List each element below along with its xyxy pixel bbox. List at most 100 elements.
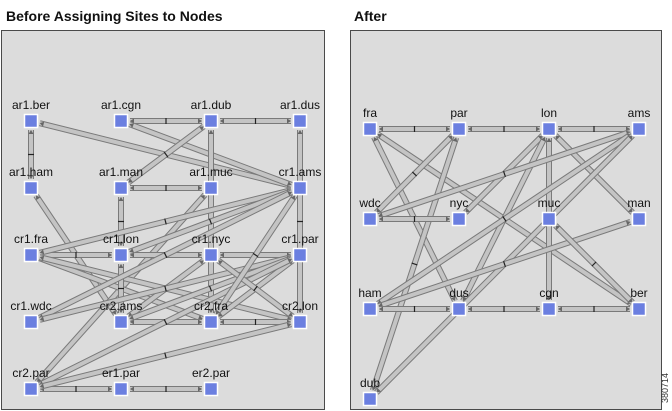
before-link-cr1-fra-cr1-ams[interactable] [39,187,292,256]
node-square-icon [362,301,378,317]
after-link-fra-par[interactable] [379,126,450,132]
after-node-ham[interactable]: ham [358,286,382,317]
before-node-ar1-man[interactable]: ar1.man [99,165,143,196]
before-node-cr1-fra[interactable]: cr1.fra [14,232,48,263]
after-link-ham-dus[interactable] [379,306,450,312]
link-end-arrow [297,130,303,134]
before-node-cr2-fra[interactable]: cr2.fra [194,299,228,330]
link-midpoint-tick [163,319,168,325]
before-link-ar1-dub-ar1-man[interactable] [126,123,206,186]
before-link-ar1-cgn-ar1-dub[interactable] [130,118,202,124]
node-label: ar1.ber [12,98,50,112]
before-node-cr1-wdc[interactable]: cr1.wdc [10,299,52,330]
after-node-lon[interactable]: lon [541,106,557,137]
after-link-par-wdc[interactable] [374,133,455,215]
node-label: cr2.ams [100,299,143,313]
node-square-icon [631,211,647,227]
node-square-icon [362,121,378,137]
link-end-arrow [377,134,383,139]
after-node-par[interactable]: par [450,106,468,137]
link-end-arrow [555,225,560,230]
link-end-arrow [198,118,202,124]
link-midpoint-tick [253,285,258,292]
after-node-dus[interactable]: dus [449,286,469,317]
before-link-cr2-par-cr2-lon[interactable] [39,321,292,390]
before-node-ar1-cgn[interactable]: ar1.cgn [101,98,141,129]
node-square-icon [23,180,39,196]
before-link-cr1-lon-cr2-ams[interactable] [118,264,124,313]
link-end-arrow [108,252,112,258]
after-node-cgn[interactable]: cgn [539,286,559,317]
after-node-ber[interactable]: ber [630,286,648,317]
before-link-cr1-wdc-cr1-ams[interactable] [37,189,294,321]
node-square-icon [113,314,129,330]
before-link-ar1-man-ar1-muc[interactable] [130,185,202,191]
node-label: wdc [358,196,380,210]
before-node-ar1-muc[interactable]: ar1.muc [189,165,233,196]
after-link-cgn-ber[interactable] [558,306,630,312]
after-link-par-dub[interactable] [369,136,460,392]
node-square-icon [203,247,219,263]
after-node-man[interactable]: man [627,196,651,227]
before-links-layer [28,118,303,392]
after-link-wdc-nyc[interactable] [379,216,450,222]
after-link-ham-man[interactable] [377,219,632,309]
link-end-arrow [286,322,292,328]
link-end-arrow [536,126,540,132]
link-end-arrow [286,181,292,186]
after-node-fra[interactable]: fra [362,106,378,137]
link-end-arrow [130,252,134,258]
link-end-arrow [130,386,134,392]
node-label: ar1.dus [280,98,320,112]
before-node-ar1-ham[interactable]: ar1.ham [9,165,53,196]
before-node-cr2-par[interactable]: cr2.par [12,366,50,397]
before-node-er2-par[interactable]: er2.par [192,366,230,397]
node-square-icon [362,211,378,227]
before-node-cr1-lon[interactable]: cr1.lon [103,232,139,263]
before-link-er1-par-er2-par[interactable] [130,386,202,392]
link-end-arrow [446,216,450,222]
before-node-ar1-dub[interactable]: ar1.dub [191,98,232,129]
node-square-icon [631,301,647,317]
link-end-arrow [446,306,450,312]
before-link-cr1-ams-cr2-fra[interactable] [213,193,298,317]
before-node-cr1-par[interactable]: cr1.par [281,232,319,263]
after-link-lon-ams[interactable] [558,126,630,132]
before-node-cr1-nyc[interactable]: cr1.nyc [192,232,231,263]
link-midpoint-tick [591,261,597,267]
before-link-ar1-man-cr1-lon[interactable] [118,197,124,246]
before-link-ar1-dub-ar1-dus[interactable] [220,118,291,124]
node-label: cr1.wdc [10,299,51,313]
before-node-ar1-dus[interactable]: ar1.dus [280,98,320,129]
before-node-ar1-ber[interactable]: ar1.ber [12,98,50,129]
after-node-wdc[interactable]: wdc [358,196,381,227]
before-node-cr1-ams[interactable]: cr1.ams [279,165,322,196]
link-end-arrow [208,309,214,313]
after-node-ams[interactable]: ams [628,106,651,137]
link-end-arrow [555,135,560,140]
before-node-cr2-ams[interactable]: cr2.ams [100,299,143,330]
after-node-muc[interactable]: muc [538,196,561,227]
before-link-ar1-ber-ar1-ham[interactable] [28,130,34,179]
link-end-arrow [39,249,45,255]
link-end-arrow [130,319,134,325]
before-link-cr1-nyc-cr2-lon[interactable] [216,258,295,319]
before-link-ar1-dus-cr2-lon[interactable] [297,130,303,313]
node-square-icon [23,247,39,263]
link-end-arrow [218,260,223,265]
node-label: cr1.fra [14,232,48,246]
node-label: dus [449,286,468,300]
node-label: cr2.lon [282,299,318,313]
node-label: ham [358,286,381,300]
before-node-cr2-lon[interactable]: cr2.lon [282,299,318,330]
after-node-nyc[interactable]: nyc [450,196,469,227]
after-link-muc-ber[interactable] [553,223,635,305]
after-link-par-lon[interactable] [468,126,540,132]
node-label: ar1.ham [9,165,53,179]
node-square-icon [113,381,129,397]
after-node-dub[interactable]: dub [360,376,380,407]
link-end-arrow [558,126,562,132]
before-node-er1-par[interactable]: er1.par [102,366,140,397]
after-link-dus-cgn[interactable] [468,306,540,312]
